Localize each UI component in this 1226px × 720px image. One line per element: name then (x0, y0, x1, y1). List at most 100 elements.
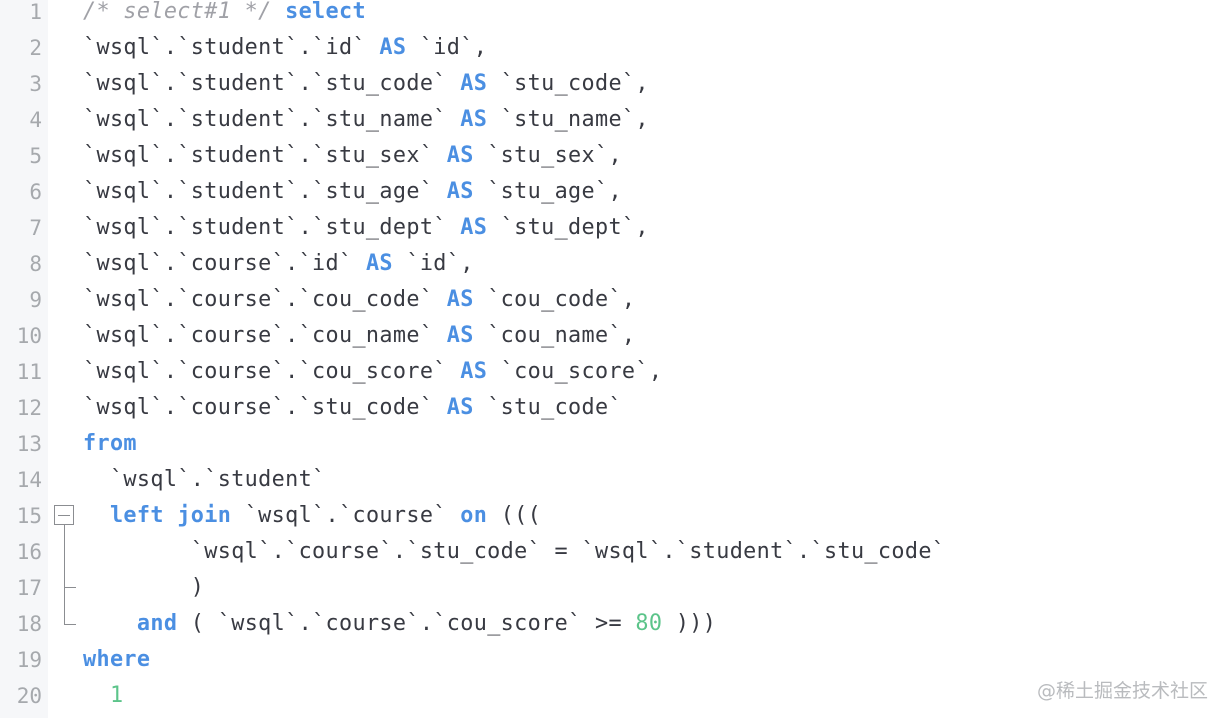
sql-keyword: AS (460, 107, 488, 132)
code-token (83, 683, 110, 708)
code-token: `wsql`.`course`.`stu_code` = `wsql`.`stu… (83, 539, 946, 564)
line-number: 20 (16, 684, 42, 708)
sql-keyword: and (136, 611, 178, 636)
sql-keyword: AS (460, 71, 488, 96)
code-token: `id`, (392, 251, 474, 276)
code-token: `cou_code`, (473, 287, 636, 312)
code-token: ((( (487, 503, 542, 528)
code-text: 1 (83, 684, 123, 708)
fold-guide-end (64, 624, 76, 625)
code-token: `wsql`.`student`.`stu_code` (83, 71, 461, 96)
code-text: `wsql`.`course`.`id` AS `id`, (83, 252, 474, 276)
line-number: 11 (16, 360, 42, 384)
line-number: 2 (29, 36, 42, 60)
code-line[interactable]: 2 `wsql`.`student`.`id` AS `id`, (0, 36, 1226, 72)
code-line[interactable]: 10`wsql`.`course`.`cou_name` AS `cou_nam… (0, 324, 1226, 360)
code-line[interactable]: 5`wsql`.`student`.`stu_sex` AS `stu_sex`… (0, 144, 1226, 180)
code-line[interactable]: 8 `wsql`.`course`.`id` AS `id`, (0, 252, 1226, 288)
code-text: `wsql`.`student` (83, 468, 326, 492)
line-number: 18 (16, 612, 42, 636)
code-token: `wsql`.`student`.`stu_name` (83, 107, 461, 132)
code-text: `wsql`.`course`.`stu_code` AS `stu_code` (83, 396, 622, 420)
fold-guide-tick (64, 587, 76, 588)
code-text: `wsql`.`course`.`stu_code` = `wsql`.`stu… (83, 540, 945, 564)
code-line[interactable]: 11 `wsql`.`course`.`cou_score` AS `cou_sc… (0, 360, 1226, 396)
code-line[interactable]: 9 `wsql`.`course`.`cou_code` AS `cou_code… (0, 288, 1226, 324)
code-token: ) (83, 575, 205, 600)
watermark: @稀土掘金技术社区 (1036, 680, 1208, 702)
code-line[interactable]: 19 where (0, 648, 1226, 684)
code-token: `stu_name`, (487, 107, 649, 132)
fold-collapse-icon[interactable] (54, 505, 74, 525)
code-text: ) (83, 576, 204, 600)
code-text: /* select#1 */ select (83, 0, 366, 24)
line-number: 19 (16, 648, 42, 672)
line-number: 13 (16, 432, 42, 456)
code-line[interactable]: 12 `wsql`.`course`.`stu_code` AS `stu_cod… (0, 396, 1226, 432)
code-token: ))) (662, 611, 717, 636)
sql-keyword: AS (446, 395, 474, 420)
code-token (272, 0, 285, 24)
code-text: `wsql`.`student`.`stu_code` AS `stu_code… (83, 72, 649, 96)
code-line[interactable]: 18 and ( `wsql`.`course`.`cou_score` >= … (0, 612, 1226, 648)
code-token: `wsql`.`course`.`cou_name` (83, 323, 447, 348)
code-comment: /* select#1 */ (83, 0, 272, 24)
code-line[interactable]: 20 1 (0, 684, 1226, 720)
line-number: 4 (29, 108, 42, 132)
code-token: `id`, (406, 35, 488, 60)
code-text: and ( `wsql`.`course`.`cou_score` >= 80 … (83, 612, 716, 636)
code-text: `wsql`.`student`.`stu_sex` AS `stu_sex`, (83, 144, 622, 168)
line-number: 3 (29, 72, 42, 96)
code-token: `wsql`.`student`.`stu_age` (83, 179, 447, 204)
sql-keyword: AS (446, 179, 474, 204)
code-token: `wsql`.`course`.`id` (83, 251, 366, 276)
minus-icon (58, 515, 70, 516)
code-token: ( `wsql`.`course`.`cou_score` >= (177, 611, 636, 636)
code-token: `wsql`.`student` (83, 467, 326, 492)
code-line[interactable]: 16 `wsql`.`course`.`stu_code` = `wsql`.`… (0, 540, 1226, 576)
code-token: `wsql`.`course`.`cou_code` (83, 287, 447, 312)
sql-keyword: AS (365, 251, 393, 276)
code-line[interactable]: 17 ) (0, 576, 1226, 612)
code-text: `wsql`.`course`.`cou_score` AS `cou_scor… (83, 360, 662, 384)
code-token: `wsql`.`student`.`id` (83, 35, 380, 60)
code-token: `stu_sex`, (473, 143, 622, 168)
sql-keyword: AS (379, 35, 407, 60)
sql-keyword: left join (109, 503, 232, 528)
code-line[interactable]: 15 left join `wsql`.`course` on ((( (0, 504, 1226, 540)
code-token (83, 503, 110, 528)
code-token: `stu_age`, (473, 179, 622, 204)
sql-keyword: AS (446, 323, 474, 348)
code-line[interactable]: 1 /* select#1 */ select (0, 0, 1226, 36)
code-text: `wsql`.`student`.`stu_name` AS `stu_name… (83, 108, 649, 132)
line-number: 1 (29, 0, 42, 24)
sql-keyword: AS (460, 215, 488, 240)
sql-keyword: where (83, 647, 151, 672)
code-token: `stu_code` (473, 395, 622, 420)
code-line[interactable]: 7`wsql`.`student`.`stu_dept` AS `stu_dep… (0, 216, 1226, 252)
code-token: `wsql`.`course` (231, 503, 461, 528)
code-token (83, 611, 137, 636)
code-line[interactable]: 4 `wsql`.`student`.`stu_name` AS `stu_nam… (0, 108, 1226, 144)
line-number: 9 (29, 288, 42, 312)
fold-guide-line (64, 525, 65, 625)
code-token: `wsql`.`course`.`cou_score` (83, 359, 461, 384)
code-token: `cou_score`, (487, 359, 663, 384)
line-number: 7 (29, 216, 42, 240)
line-number: 17 (16, 576, 42, 600)
line-number: 16 (16, 540, 42, 564)
code-line[interactable]: 6`wsql`.`student`.`stu_age` AS `stu_age`… (0, 180, 1226, 216)
sql-keyword: select (285, 0, 366, 24)
code-text: where (83, 648, 150, 672)
line-number: 12 (16, 396, 42, 420)
code-line[interactable]: 14 `wsql`.`student` (0, 468, 1226, 504)
line-number: 8 (29, 252, 42, 276)
code-text: `wsql`.`student`.`id` AS `id`, (83, 36, 487, 60)
code-text: `wsql`.`course`.`cou_code` AS `cou_code`… (83, 288, 635, 312)
line-number: 14 (16, 468, 42, 492)
number-literal: 80 (635, 611, 663, 636)
code-line[interactable]: 3 `wsql`.`student`.`stu_code` AS `stu_cod… (0, 72, 1226, 108)
code-token: `wsql`.`student`.`stu_dept` (83, 215, 461, 240)
